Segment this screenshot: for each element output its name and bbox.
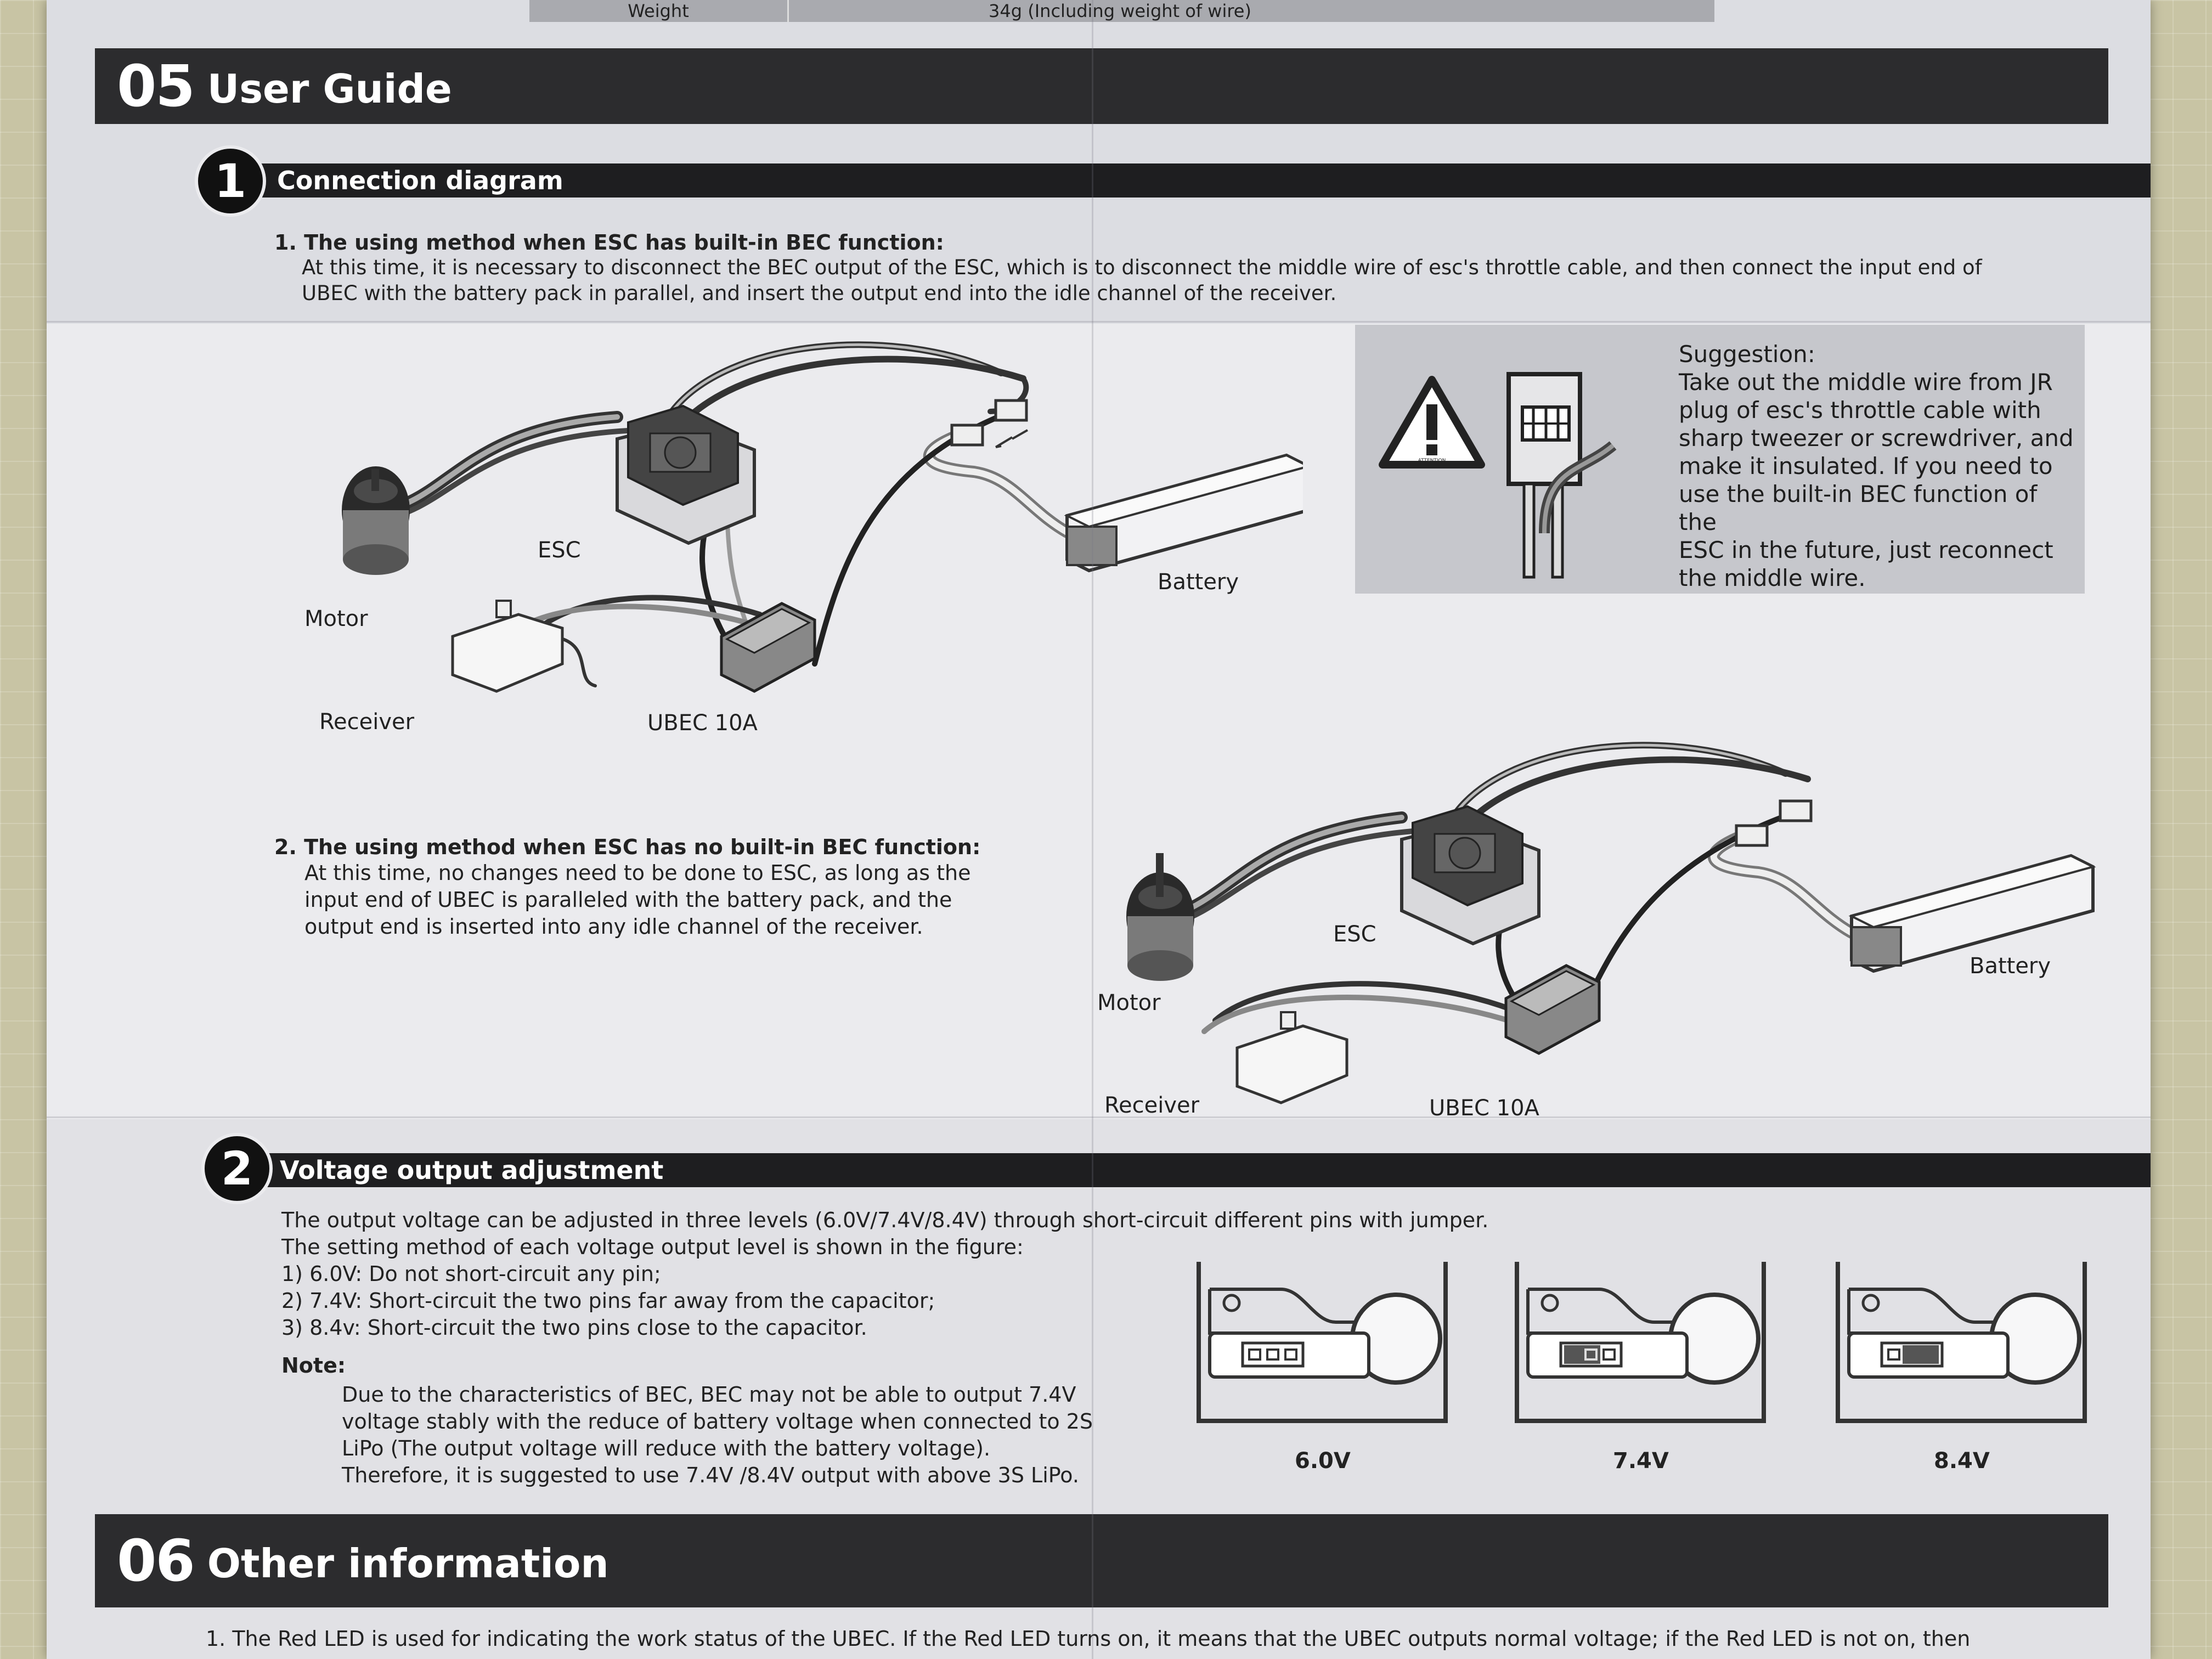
section-06-title: Other information xyxy=(207,1541,609,1587)
method-1-title: 1. The using method when ESC has built-i… xyxy=(274,230,944,255)
jumper-figure-8v4 xyxy=(1836,1262,2087,1423)
step-2-header: Voltage output adjustment xyxy=(214,1153,2151,1187)
note-line-2: voltage stably with the reduce of batter… xyxy=(342,1409,1093,1434)
voltage-option-2: 2) 7.4V: Short-circuit the two pins far … xyxy=(281,1289,935,1313)
suggestion-line: sharp tweezer or screwdriver, and xyxy=(1679,425,2074,452)
svg-text:ATTENTION: ATTENTION xyxy=(1418,458,1446,464)
connection-diagram-2 xyxy=(1126,742,2096,1104)
jr-plug-icon xyxy=(1506,372,1617,579)
method-2-line-1: At this time, no changes need to be done… xyxy=(304,861,971,885)
suggestion-line: plug of esc's throttle cable with xyxy=(1679,397,2041,424)
suggestion-text: Suggestion: Take out the middle wire fro… xyxy=(1679,340,2074,592)
diagram-2-battery-label: Battery xyxy=(1970,953,2051,979)
diagram-1-esc-label: ESC xyxy=(538,538,581,563)
suggestion-line: use the built-in BEC function of the xyxy=(1679,481,2038,535)
note-line-1: Due to the characteristics of BEC, BEC m… xyxy=(342,1383,1076,1407)
voltage-label-7v4: 7.4V xyxy=(1613,1448,1669,1474)
section-05-title: User Guide xyxy=(207,66,452,112)
spec-label: Weight xyxy=(529,0,789,22)
diagram-1-receiver-label: Receiver xyxy=(319,709,415,735)
note-label: Note: xyxy=(281,1353,346,1378)
diagram-2-receiver-label: Receiver xyxy=(1104,1093,1200,1118)
section-05-number: 05 xyxy=(117,53,195,120)
suggestion-box: ATTENTION Suggestion: Take out the middl… xyxy=(1355,325,2085,594)
method-2-title: 2. The using method when ESC has no buil… xyxy=(274,835,981,859)
method-1-line-1: At this time, it is necessary to disconn… xyxy=(302,256,1982,279)
voltage-option-1: 1) 6.0V: Do not short-circuit any pin; xyxy=(281,1262,661,1286)
voltage-label-6v: 6.0V xyxy=(1295,1448,1351,1474)
section-05-header: 05 User Guide xyxy=(95,48,2108,124)
spec-value: 34g (Including weight of wire) xyxy=(989,1,1251,21)
connection-diagram-1 xyxy=(342,341,1303,693)
diagram-2-esc-label: ESC xyxy=(1333,922,1376,947)
diagram-1-ubec-label: UBEC 10A xyxy=(647,710,758,736)
voltage-line-1: The output voltage can be adjusted in th… xyxy=(281,1208,1489,1232)
suggestion-line: ESC in the future, just reconnect xyxy=(1679,537,2053,563)
section-06-number: 06 xyxy=(117,1527,195,1594)
voltage-line-2: The setting method of each voltage outpu… xyxy=(281,1235,1024,1259)
step-2-number-badge: 2 xyxy=(201,1133,273,1204)
suggestion-heading: Suggestion: xyxy=(1679,341,1815,368)
diagram-1-motor-label: Motor xyxy=(304,606,368,631)
section-06-header: 06 Other information xyxy=(95,1514,2108,1607)
step-1-title: Connection diagram xyxy=(277,166,563,195)
voltage-option-3: 3) 8.4v: Short-circuit the two pins clos… xyxy=(281,1316,867,1340)
manual-page: Weight 34g (Including weight of wire) 05… xyxy=(47,0,2151,1659)
diagram-1-battery-label: Battery xyxy=(1158,569,1239,595)
suggestion-line: the middle wire. xyxy=(1679,565,1866,591)
voltage-label-8v4: 8.4V xyxy=(1934,1448,1990,1474)
jumper-figure-6v xyxy=(1197,1262,1448,1423)
note-line-4: Therefore, it is suggested to use 7.4V /… xyxy=(342,1463,1079,1487)
suggestion-line: Take out the middle wire from JR xyxy=(1679,369,2053,396)
step-1-number-badge: 1 xyxy=(195,145,266,217)
diagram-2-motor-label: Motor xyxy=(1097,990,1161,1015)
suggestion-line: make it insulated. If you need to xyxy=(1679,453,2053,479)
diagram-2-ubec-label: UBEC 10A xyxy=(1429,1096,1539,1121)
step-1-header: Connection diagram xyxy=(211,163,2151,198)
step-2-title: Voltage output adjustment xyxy=(280,1155,664,1185)
method-2-line-2: input end of UBEC is paralleled with the… xyxy=(304,888,952,912)
method-2-line-3: output end is inserted into any idle cha… xyxy=(304,915,923,939)
method-1-line-2: UBEC with the battery pack in parallel, … xyxy=(302,281,1337,305)
warning-icon: ATTENTION xyxy=(1379,376,1485,469)
note-line-3: LiPo (The output voltage will reduce wit… xyxy=(342,1436,991,1460)
spec-weight-row: Weight 34g (Including weight of wire) xyxy=(529,0,1714,22)
other-info-line-1: 1. The Red LED is used for indicating th… xyxy=(206,1627,1971,1651)
jumper-figure-7v4 xyxy=(1515,1262,1766,1423)
